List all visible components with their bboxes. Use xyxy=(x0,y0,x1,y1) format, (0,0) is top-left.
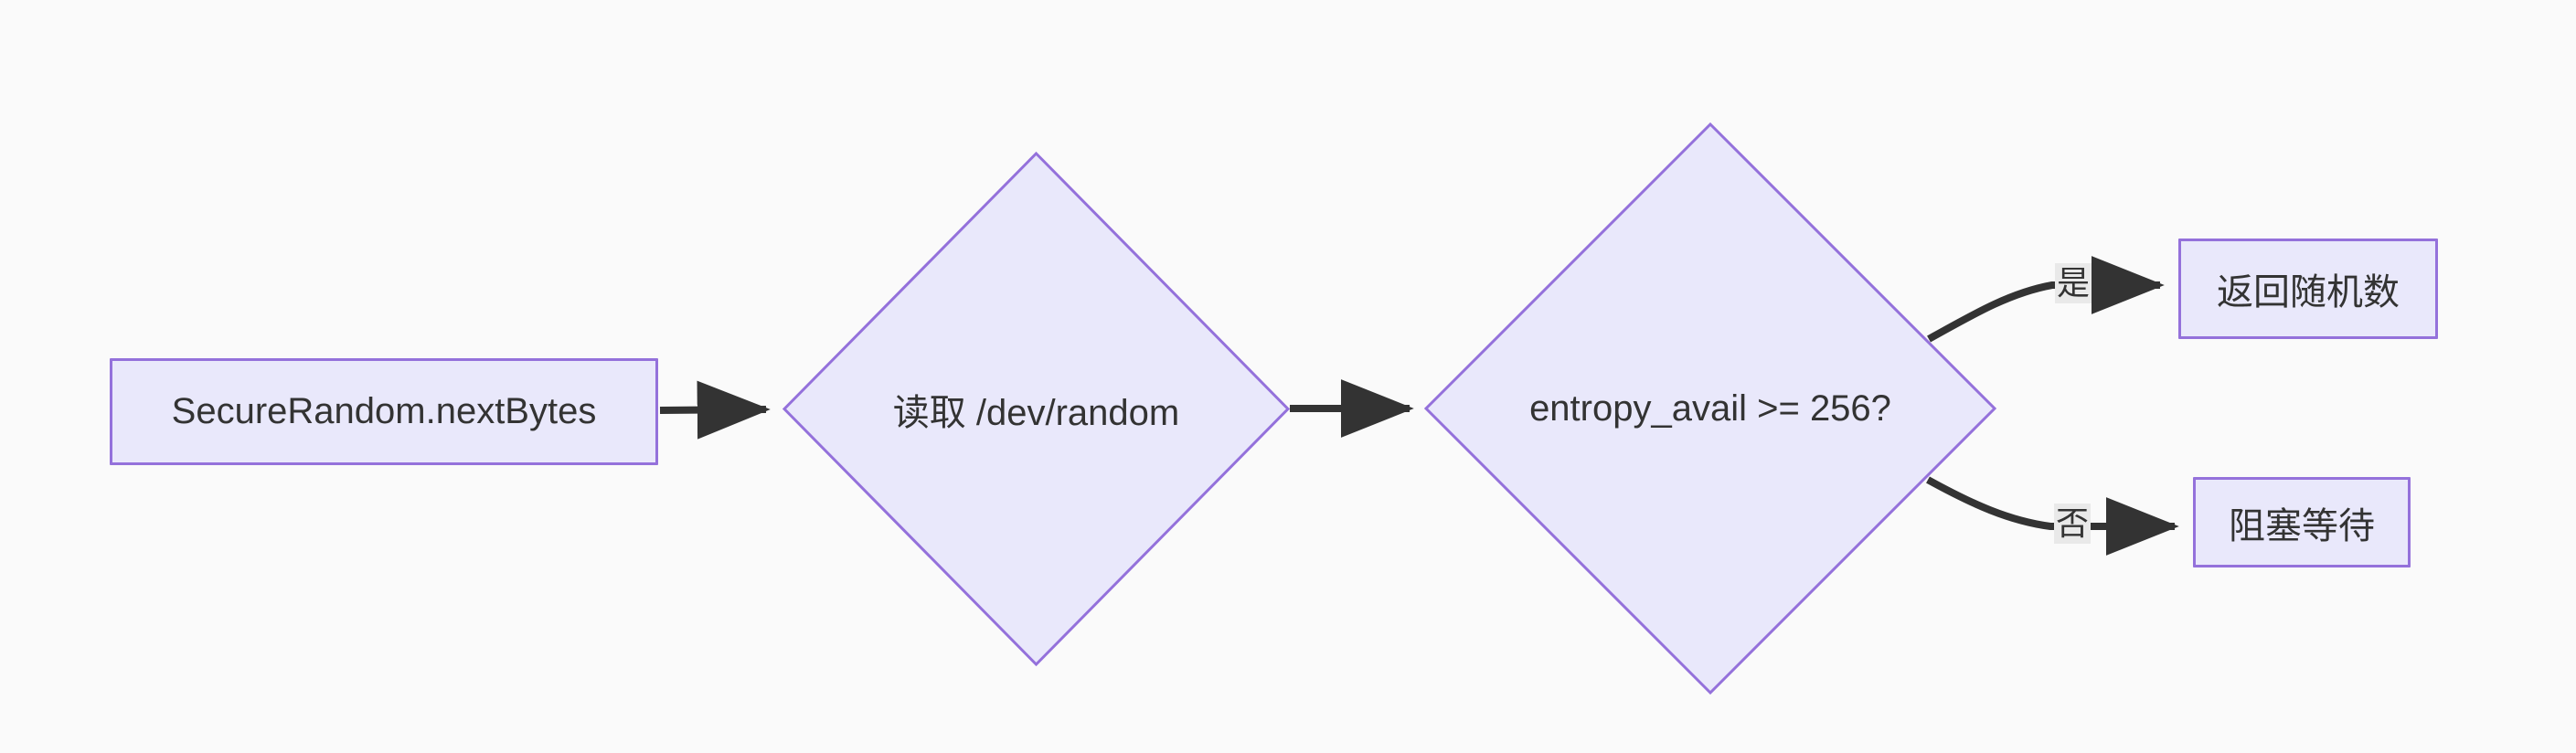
node-entropy-avail-check[interactable]: entropy_avail >= 256? xyxy=(1426,124,1995,693)
edge-entropy-no-to-block xyxy=(1926,476,2179,556)
node-label: SecureRandom.nextBytes xyxy=(171,391,597,431)
node-return-random-number[interactable]: 返回随机数 xyxy=(2178,239,2438,339)
node-label: 返回随机数 xyxy=(2217,272,2400,313)
edge-label-yes: 是 xyxy=(2055,263,2092,303)
node-label: entropy_avail >= 256? xyxy=(1529,387,1891,429)
diamond-shape-read-dev-random xyxy=(782,151,1291,667)
edge-entropy-yes-to-return xyxy=(1927,256,2165,343)
diamond-shape-entropy-check xyxy=(1423,122,1997,695)
node-label: 读取 /dev/random xyxy=(892,392,1180,433)
edge-securerandom-to-read xyxy=(659,380,771,440)
edge-label-no: 否 xyxy=(2054,504,2092,544)
node-securerandom-nextbytes[interactable]: SecureRandom.nextBytes xyxy=(110,358,658,465)
node-block-and-wait[interactable]: 阻塞等待 xyxy=(2193,477,2411,567)
node-label: 阻塞等待 xyxy=(2229,505,2375,546)
node-read-dev-random[interactable]: 读取 /dev/random xyxy=(784,154,1288,664)
